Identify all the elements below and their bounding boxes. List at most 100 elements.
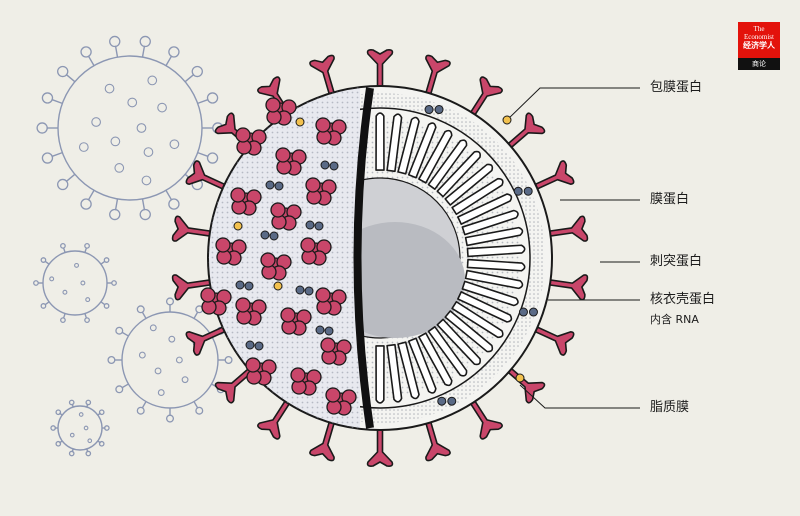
nucleocapsid-coil <box>464 226 524 247</box>
spike-protein <box>185 160 230 192</box>
label-membrane-protein: 膜蛋白 <box>650 192 690 207</box>
surface-spike-top <box>280 307 312 336</box>
logo-line3: 经济学人 <box>743 41 775 50</box>
membrane-protein <box>523 186 533 196</box>
membrane-dot <box>244 281 254 291</box>
nucleocapsid-coil <box>461 209 519 236</box>
spike-protein <box>366 49 394 91</box>
label-nucleocapsid-protein: 核衣壳蛋白 <box>650 292 716 307</box>
virus-interior <box>360 85 553 431</box>
spike-protein <box>545 274 589 301</box>
nucleocapsid-coil <box>436 150 481 198</box>
surface-spike-top <box>235 297 267 326</box>
spike-protein <box>504 365 546 404</box>
membrane-dot <box>295 285 305 295</box>
spike-proteins <box>171 49 589 467</box>
ghost-virus <box>33 242 117 324</box>
nucleocapsid-coil <box>427 325 468 377</box>
membrane-dot <box>320 160 330 170</box>
spike-protein <box>467 76 503 119</box>
nucleocapsid-coil <box>451 177 504 216</box>
nucleocapsid-coil <box>444 310 494 353</box>
envelope-dot <box>273 281 283 291</box>
surface-spike-top <box>325 387 357 416</box>
logo-line4: 商论 <box>738 58 780 70</box>
membrane-dot <box>274 181 284 191</box>
surface-spike-top <box>300 237 332 266</box>
surface-spike-top <box>245 357 277 386</box>
spike-protein <box>214 365 256 404</box>
cut-edge <box>353 87 374 429</box>
nucleocapsid-coil <box>418 332 453 387</box>
membrane-dot <box>235 280 245 290</box>
surface-spike-top <box>315 117 347 146</box>
spike-protein <box>424 54 451 99</box>
nucleocapsid-coil <box>418 129 453 184</box>
membrane-dot <box>245 340 255 350</box>
virus-exterior <box>200 86 360 430</box>
membrane-dot <box>329 161 339 171</box>
spike-protein <box>309 417 336 462</box>
label-lipid-membrane: 脂质膜 <box>650 400 690 415</box>
ghost-virus <box>50 399 110 457</box>
envelope-dot <box>295 117 305 127</box>
spike-protein <box>309 54 336 99</box>
ghost-virus <box>107 297 233 423</box>
spike-protein <box>545 215 589 242</box>
membrane-protein <box>447 396 457 406</box>
ghost-virus <box>36 35 224 221</box>
surface-spike-top <box>320 337 352 366</box>
membrane-protein <box>437 396 447 406</box>
surface-spike-top <box>200 287 232 316</box>
nucleocapsid-coil <box>457 291 513 323</box>
membrane-dot <box>314 221 324 231</box>
membrane-proteins <box>424 105 538 406</box>
membrane-protein <box>513 186 523 196</box>
nucleocapsid-coil <box>386 113 403 173</box>
membrane-protein <box>434 105 444 115</box>
spike-protein <box>424 417 451 462</box>
surface-spike-top <box>270 202 302 231</box>
nucleocapsid-coil <box>464 269 524 290</box>
background-viruses <box>33 35 233 457</box>
envelope-dot <box>233 221 243 231</box>
nucleocapsid-coils <box>375 112 526 404</box>
surface-spike-top <box>230 187 262 216</box>
label-spike-protein: 刺突蛋白 <box>650 254 703 269</box>
membrane-protein <box>424 105 434 115</box>
nucleocapsid-coil <box>451 300 504 339</box>
surface-spike-top <box>275 147 307 176</box>
spike-protein <box>171 274 215 301</box>
nucleocapsid-coil <box>407 122 437 179</box>
spike-protein <box>257 397 293 440</box>
surface-spike-top <box>290 367 322 396</box>
membrane-dot <box>269 231 279 241</box>
label-nucleocapsid-note: 内含 RNA <box>650 313 699 326</box>
membrane-dot <box>304 286 314 296</box>
spike-protein <box>185 324 230 356</box>
membrane-dot <box>260 230 270 240</box>
surface-spike-top <box>235 127 267 156</box>
nucleocapsid-coil <box>427 139 468 191</box>
nucleocapsid-coil <box>466 258 526 272</box>
label-envelope-protein: 包膜蛋白 <box>650 80 703 95</box>
virus-cross-section <box>171 49 589 467</box>
surface-proteins <box>200 97 357 416</box>
nucleocapsid-coil <box>375 345 385 404</box>
membrane-dot <box>254 341 264 351</box>
surface-spike-top <box>315 287 347 316</box>
membrane-dot <box>315 325 325 335</box>
surface-spike-top <box>215 237 247 266</box>
membrane-protein <box>518 307 528 317</box>
nucleocapsid-coil <box>386 343 403 403</box>
logo-line2: Economist <box>744 33 774 41</box>
spike-protein <box>171 215 215 242</box>
nucleocapsid-coil <box>397 341 420 400</box>
surface-spike-top <box>305 177 337 206</box>
surface-spike-top <box>265 97 297 126</box>
nucleocapsid-coil <box>397 116 420 175</box>
logo-line1: The <box>753 25 765 33</box>
spike-protein <box>530 160 575 192</box>
nucleocapsid-coil <box>407 337 437 394</box>
